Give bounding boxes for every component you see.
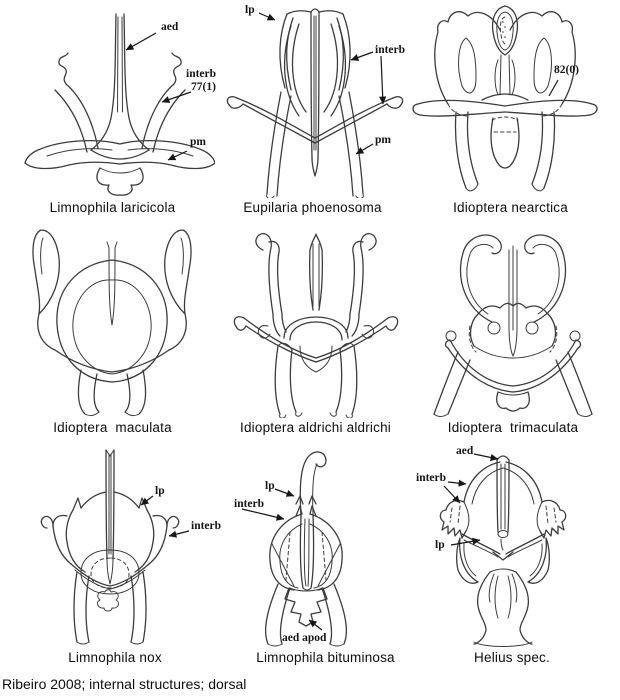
drawing-idioptera-aldrichi — [233, 232, 399, 418]
annotation-interb: interb — [191, 520, 222, 532]
drawing-idioptera-maculata — [32, 229, 192, 417]
left-half-structures — [226, 10, 316, 198]
figure-panel-idioptera-maculata: Idioptera maculata — [5, 222, 220, 435]
central-rods — [106, 241, 118, 326]
mirrored-half — [109, 491, 180, 645]
annotation-interb: interb — [234, 498, 265, 510]
figure-panel-eupilaria-phoenosoma: lp interb pm Eupilaria phoenosoma — [215, 0, 410, 215]
drawing-idioptera-trimaculata — [433, 234, 593, 418]
central-rod — [310, 8, 320, 177]
central-aedeagus — [473, 455, 533, 647]
left-half-structures — [433, 234, 514, 417]
central-aedeagus — [284, 451, 328, 627]
figure-caption: Idioptera trimaculata — [447, 420, 579, 435]
annotation-interb: interb 77(1) — [186, 68, 217, 93]
annotation-82-0: 82(0) — [554, 64, 579, 76]
annotation-lp: lp — [245, 4, 255, 16]
annotation-interb: interb — [375, 44, 406, 56]
figure-caption: Limnophila laricicola — [49, 200, 176, 215]
annotation-lp: lp — [265, 480, 275, 492]
central-structures — [283, 233, 349, 373]
mirrored-half — [504, 11, 598, 192]
leader-arrows — [258, 12, 387, 155]
figure-caption: Limnophila bituminosa — [256, 650, 395, 665]
figure-caption: Idioptera aldrichi aldrichi — [240, 420, 391, 435]
left-half-structures — [32, 229, 113, 417]
annotation-aed-apod: aed apod — [282, 632, 327, 644]
source-caption: Ribeiro 2008; internal structures; dorsa… — [2, 676, 247, 692]
leader-line — [548, 79, 559, 97]
mirrored-half — [314, 10, 404, 198]
left-half-structures — [24, 52, 121, 196]
drawing-eupilaria-phoenosoma — [226, 8, 404, 198]
annotation-lp: lp — [155, 485, 165, 497]
mirrored-half — [315, 232, 399, 418]
drawing-helius-spec — [439, 453, 567, 647]
annotation-pm: pm — [190, 136, 206, 148]
figure-caption: Helius spec. — [474, 650, 550, 665]
figure-panel-limnophila-laricicola: aed interb 77(1) pm Limnophila laricicol… — [10, 0, 217, 215]
mirrored-half — [111, 229, 192, 417]
figure-caption: Idioptera maculata — [53, 420, 172, 435]
left-half-structures — [233, 233, 317, 418]
figure-caption: Limnophila nox — [68, 650, 162, 665]
figure-panel-limnophila-nox: lp interb Limnophila nox — [15, 444, 221, 665]
drawing-limnophila-bituminosa — [241, 451, 348, 647]
leader-arrows — [443, 453, 499, 546]
drawing-idioptera-nearctica — [412, 5, 598, 192]
figure-panel-helius-spec: aed interb lp Helius spec. — [412, 444, 612, 665]
figure-caption: Idioptera nearctica — [453, 200, 568, 215]
leader-arrows — [125, 32, 192, 161]
annotation-aed: aed — [161, 21, 179, 33]
leader-arrows — [241, 488, 323, 631]
drawing-limnophila-nox — [40, 449, 190, 645]
figure-panel-idioptera-trimaculata: Idioptera trimaculata — [408, 222, 618, 435]
annotation-pm: pm — [375, 134, 391, 146]
figure-panel-idioptera-aldrichi: Idioptera aldrichi aldrichi — [218, 222, 413, 435]
mirrored-half — [512, 234, 593, 418]
left-half-structures — [40, 491, 111, 645]
figure-caption: Eupilaria phoenosoma — [243, 200, 382, 215]
annotation-aed: aed — [456, 445, 474, 457]
drawing-limnophila-laricicola — [24, 13, 215, 196]
left-half-structures — [412, 11, 506, 192]
annotation-lp: lp — [435, 539, 445, 551]
figure-panel-limnophila-bituminosa: lp interb aed apod Limnophila bituminosa — [218, 444, 413, 665]
central-structures — [80, 449, 140, 612]
central-structures — [469, 245, 557, 412]
mirrored-half — [308, 495, 348, 647]
central-structures — [481, 5, 529, 169]
central-aedeagus — [90, 13, 150, 160]
figure-panel-idioptera-nearctica: 82(0) Idioptera nearctica — [408, 0, 613, 215]
left-half-structures — [265, 495, 304, 647]
leader-arrows — [140, 495, 190, 538]
annotation-interb: interb — [416, 472, 447, 484]
